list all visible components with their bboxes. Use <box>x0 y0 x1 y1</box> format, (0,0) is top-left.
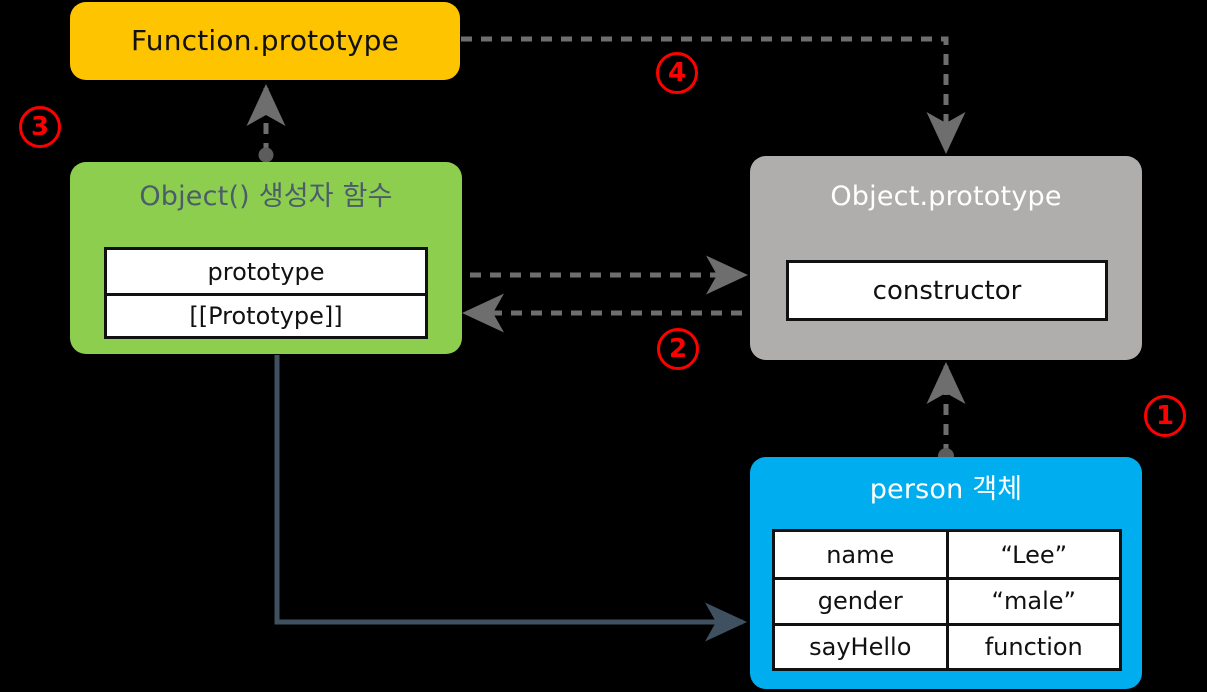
link-constructor-to-object-constructor <box>461 293 795 333</box>
property-key-sayhello: sayHello <box>809 632 912 661</box>
link-prototype-to-object-prototype <box>417 255 749 295</box>
property-value-sayhello: function <box>945 625 1120 668</box>
property-key-name: name <box>826 540 895 569</box>
object-constructor-properties: prototype [[Prototype]] <box>104 247 428 339</box>
table-row[interactable]: name “Lee” <box>775 532 1120 578</box>
object-prototype-title: Object.prototype <box>830 181 1062 212</box>
property-key-gender: gender <box>817 587 903 616</box>
table-row[interactable]: [[Prototype]] <box>107 293 425 336</box>
table-row[interactable]: prototype <box>107 250 425 293</box>
node-object-prototype[interactable]: Object.prototype constructor <box>750 156 1142 360</box>
person-object-title: person 객체 <box>869 474 1023 505</box>
step-marker-3: 3 <box>19 106 61 148</box>
property-internal-prototype: [[Prototype]] <box>189 302 343 330</box>
object-constructor-title: Object() 생성자 함수 <box>139 181 393 212</box>
step-marker-1: 1 <box>1144 395 1186 437</box>
person-object-properties: name “Lee” gender “male” sayHello functi… <box>772 529 1122 671</box>
property-prototype: prototype <box>207 257 325 286</box>
link-object-constructor-to-person <box>274 355 748 642</box>
link-person-to-object-prototype <box>926 361 966 464</box>
node-person-object[interactable]: person 객체 name “Lee” gender “male” sayHe… <box>750 457 1142 689</box>
property-value-name: “Lee” <box>945 532 1120 578</box>
table-row[interactable]: constructor <box>789 263 1105 318</box>
property-constructor: constructor <box>872 275 1022 306</box>
property-value-gender: “male” <box>945 580 1120 623</box>
object-prototype-properties: constructor <box>786 260 1108 321</box>
table-row[interactable]: sayHello function <box>775 622 1120 668</box>
function-prototype-title: Function.prototype <box>130 23 400 57</box>
step-marker-4: 4 <box>656 52 698 94</box>
node-object-constructor[interactable]: Object() 생성자 함수 prototype [[Prototype]] <box>70 162 462 354</box>
step-marker-2: 2 <box>657 328 699 370</box>
table-row[interactable]: gender “male” <box>775 577 1120 623</box>
node-function-prototype[interactable]: Function.prototype <box>70 2 460 80</box>
link-function-prototype-to-object-prototype <box>461 36 966 155</box>
link-object-constructor-to-function-prototype <box>246 83 286 163</box>
